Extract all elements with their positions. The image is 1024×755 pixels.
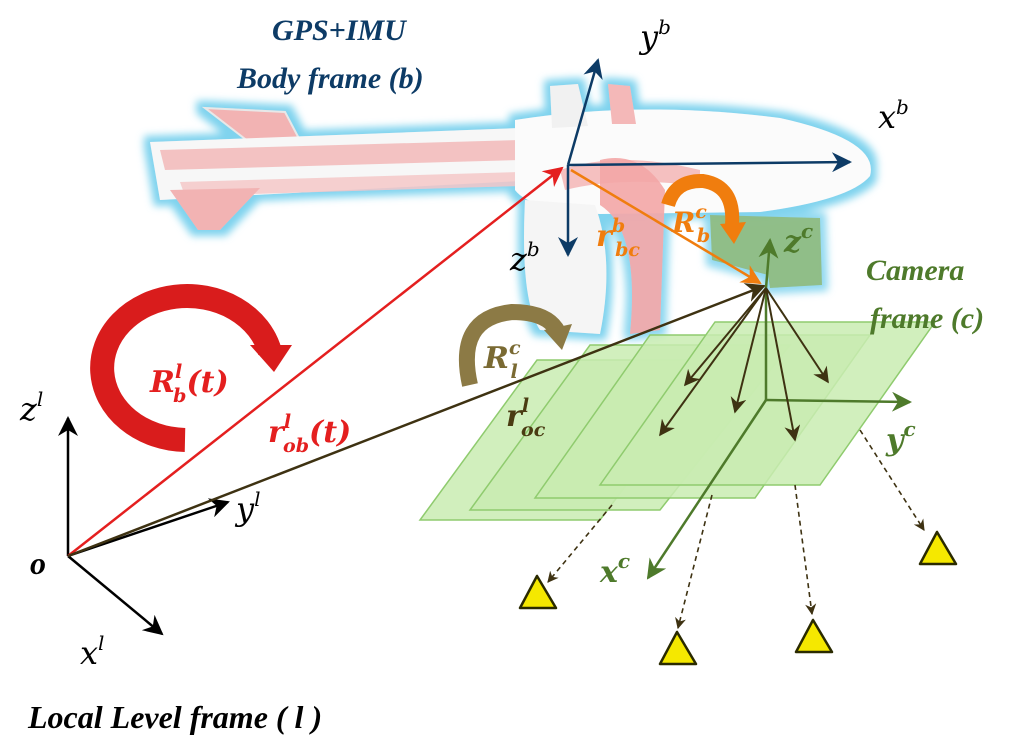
axis-label-zl: zl xyxy=(19,387,43,428)
rotation-arc-R-bc xyxy=(661,174,746,244)
axis-label-xc: xc xyxy=(599,549,630,590)
text-labels: GPS+IMU Body frame (b) Camera frame (c) … xyxy=(19,14,984,735)
body-frame-title: Body frame (b) xyxy=(236,62,424,95)
projection-rays xyxy=(547,429,925,630)
axis-label-yc: yc xyxy=(885,417,916,458)
target-triangle xyxy=(918,530,958,566)
ground-targets xyxy=(518,530,958,666)
vector-r-ob xyxy=(67,166,564,557)
axis-label-yl: yl xyxy=(234,487,260,528)
rotation-arc-R-lc xyxy=(458,303,572,387)
target-triangle xyxy=(658,630,698,666)
gps-imu-title: GPS+IMU xyxy=(272,14,407,47)
camera-frame-axes xyxy=(646,238,912,580)
target-triangle xyxy=(518,574,558,610)
local-frame-axes xyxy=(58,416,230,636)
body-frame-axes xyxy=(558,58,852,257)
axis-label-zb: zb xyxy=(509,237,540,278)
axis-label-zc: zc xyxy=(783,219,813,260)
image-plane-4 xyxy=(598,321,937,486)
rotation-arc-R-bl xyxy=(90,284,292,452)
image-planes xyxy=(418,321,937,521)
vector-r-oc xyxy=(67,283,766,558)
camera-frame-title-1: Camera xyxy=(866,254,964,287)
vector-r-bc xyxy=(570,168,762,285)
camera-frame-title-2: frame (c) xyxy=(870,302,984,335)
origin-label: o xyxy=(30,545,46,581)
target-triangle xyxy=(794,618,834,654)
axis-label-xb: xb xyxy=(878,95,909,136)
aircraft-illustration xyxy=(150,84,871,334)
axis-label-yb: yb xyxy=(638,15,671,56)
camera-rays xyxy=(659,287,829,442)
axis-label-xl: xl xyxy=(80,631,104,672)
local-frame-title: Local Level frame ( l ) xyxy=(27,699,322,735)
